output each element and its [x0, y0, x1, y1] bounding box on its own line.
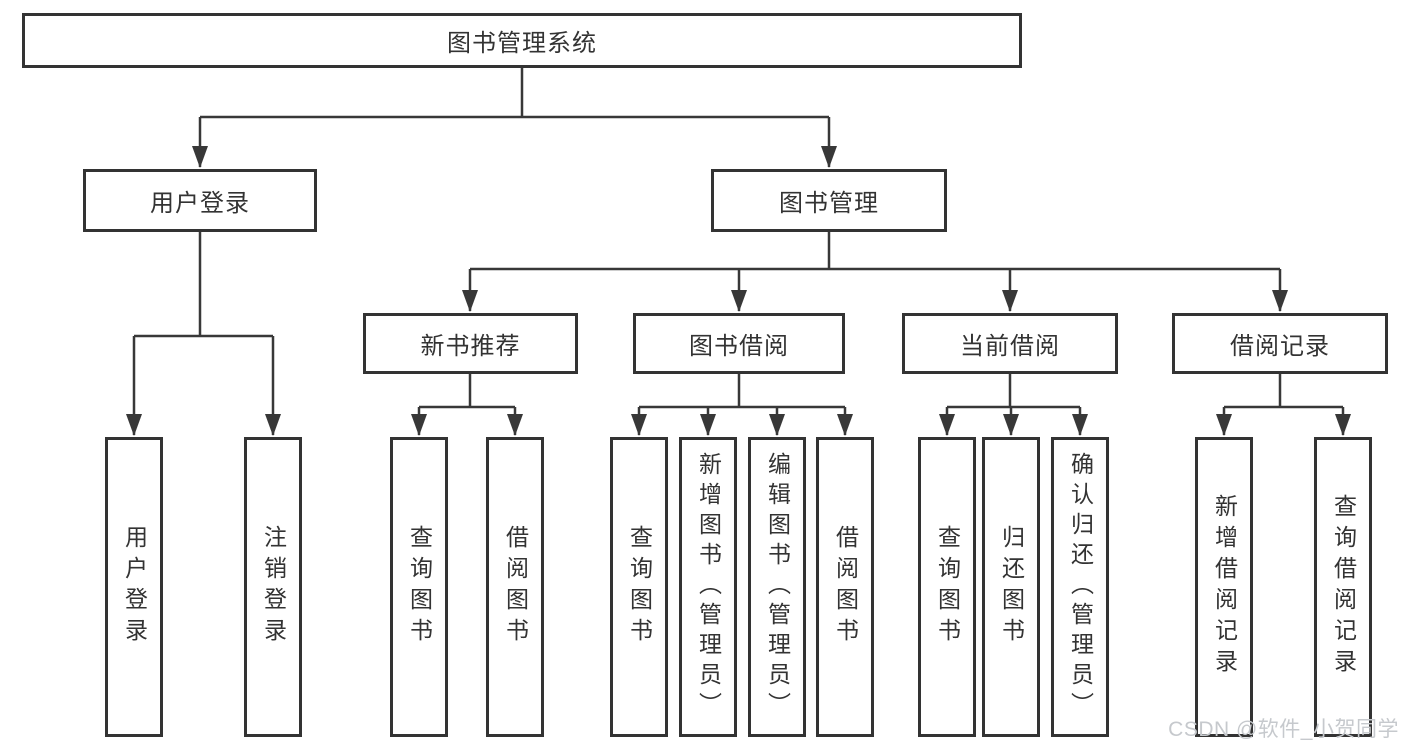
node-current-borrow: 当前借阅 [902, 313, 1118, 374]
node-new-book-recommend: 新书推荐 [363, 313, 578, 374]
connector-line [1224, 374, 1343, 409]
leaf-borrow-edit-books-admin: 编辑图书（管理员） [748, 437, 806, 737]
connector-line [639, 374, 845, 409]
leaf-user-login: 用户登录 [105, 437, 163, 737]
node-book-borrow: 图书借阅 [633, 313, 845, 374]
node-root-system: 图书管理系统 [22, 13, 1022, 68]
node-borrow-records: 借阅记录 [1172, 313, 1388, 374]
connector-line [200, 68, 829, 119]
leaf-logout: 注销登录 [244, 437, 302, 737]
leaf-current-return-books: 归还图书 [982, 437, 1040, 737]
node-user-login: 用户登录 [83, 169, 317, 232]
connector-line [947, 374, 1080, 409]
leaf-borrow-borrow-books: 借阅图书 [816, 437, 874, 737]
leaf-recommend-query-books: 查询图书 [390, 437, 448, 737]
leaf-current-confirm-return-admin: 确认归还（管理员） [1051, 437, 1109, 737]
connector-line [134, 232, 273, 338]
leaf-records-add-record: 新增借阅记录 [1195, 437, 1253, 737]
leaf-borrow-add-books-admin: 新增图书（管理员） [679, 437, 737, 737]
leaf-records-query-record: 查询借阅记录 [1314, 437, 1372, 737]
leaf-recommend-borrow-books: 借阅图书 [486, 437, 544, 737]
node-book-management: 图书管理 [711, 169, 947, 232]
leaf-current-query-books: 查询图书 [918, 437, 976, 737]
leaf-borrow-query-books: 查询图书 [610, 437, 668, 737]
csdn-watermark: CSDN @软件_小贺同学 [1168, 718, 1399, 741]
connector-line [470, 232, 1280, 271]
connector-line [419, 374, 515, 409]
